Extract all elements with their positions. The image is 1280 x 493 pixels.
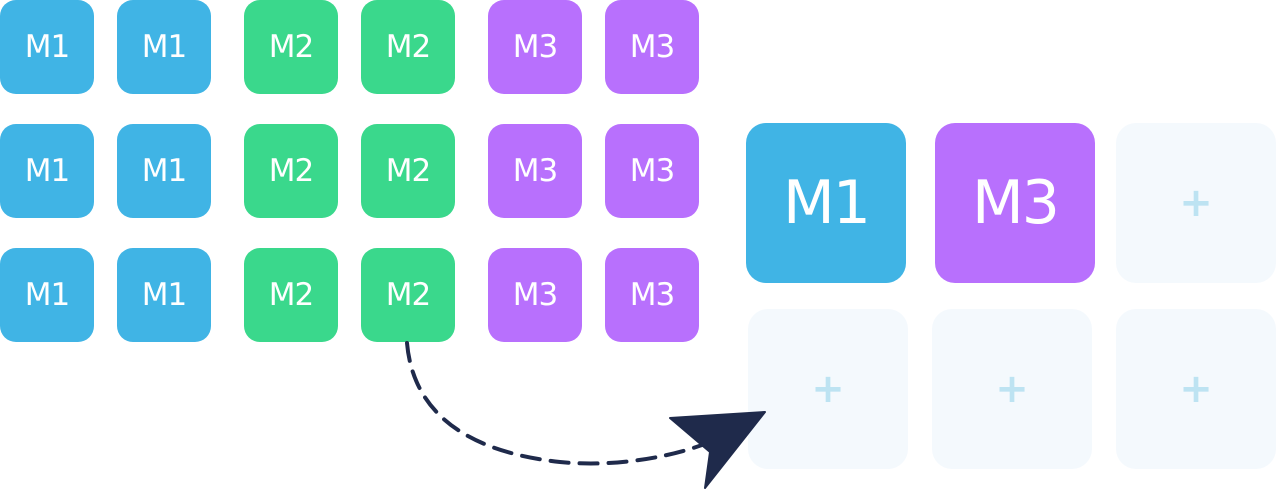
- plus-icon: +: [1179, 366, 1213, 412]
- tile-m3[interactable]: M3: [605, 248, 699, 342]
- tile-m2[interactable]: M2: [361, 0, 455, 94]
- tile-m1[interactable]: M1: [117, 0, 211, 94]
- empty-slot[interactable]: +: [1116, 123, 1276, 283]
- plus-icon: +: [811, 366, 845, 412]
- tile-m2[interactable]: M2: [361, 248, 455, 342]
- tile-m3[interactable]: M3: [488, 248, 582, 342]
- tile-m2[interactable]: M2: [361, 124, 455, 218]
- tile-m3[interactable]: M3: [605, 0, 699, 94]
- empty-slot[interactable]: +: [748, 309, 908, 469]
- tile-m1[interactable]: M1: [117, 124, 211, 218]
- tile-m1[interactable]: M1: [117, 248, 211, 342]
- plus-icon: +: [995, 366, 1029, 412]
- empty-slot[interactable]: +: [932, 309, 1092, 469]
- slot-m1[interactable]: M1: [746, 123, 906, 283]
- tile-m3[interactable]: M3: [488, 0, 582, 94]
- tile-m1[interactable]: M1: [0, 0, 94, 94]
- tile-m2[interactable]: M2: [244, 0, 338, 94]
- tile-m2[interactable]: M2: [244, 248, 338, 342]
- plus-icon: +: [1179, 180, 1213, 226]
- tile-m1[interactable]: M1: [0, 124, 94, 218]
- tile-m2[interactable]: M2: [244, 124, 338, 218]
- slot-m3[interactable]: M3: [935, 123, 1095, 283]
- tile-m3[interactable]: M3: [605, 124, 699, 218]
- tile-m1[interactable]: M1: [0, 248, 94, 342]
- tile-m3[interactable]: M3: [488, 124, 582, 218]
- arrow-path: [405, 341, 717, 466]
- empty-slot[interactable]: +: [1116, 309, 1276, 469]
